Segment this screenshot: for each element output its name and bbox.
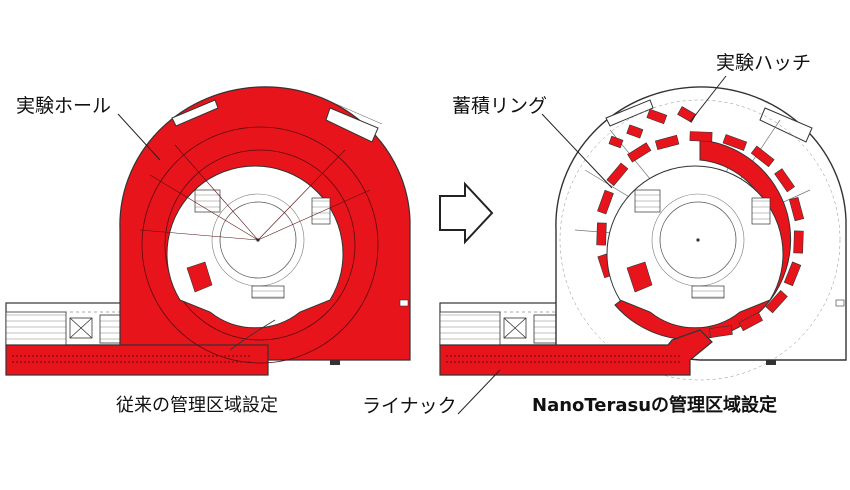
label-experimental-hall: 実験ホール bbox=[16, 95, 112, 117]
right-ring-blocks bbox=[596, 131, 805, 338]
leader-hutch bbox=[689, 75, 727, 123]
right-linac-controlled-area bbox=[439, 329, 713, 376]
leader-linac bbox=[457, 369, 501, 415]
caption-conventional: 従来の管理区域設定 bbox=[116, 395, 278, 416]
right-hutch-controlled-areas bbox=[608, 106, 697, 149]
caption-nanoterasu: NanoTerasuの管理区域設定 bbox=[532, 395, 778, 416]
left-floorplan bbox=[5, 86, 411, 376]
right-floorplan bbox=[439, 86, 847, 381]
label-linac: ライナック bbox=[362, 395, 457, 417]
right-arrow-icon bbox=[439, 181, 494, 245]
leader-hall bbox=[117, 113, 161, 161]
left-linac-controlled-area bbox=[5, 344, 269, 376]
leader-ring bbox=[541, 113, 613, 189]
label-storage-ring: 蓄積リング bbox=[452, 95, 548, 117]
label-experimental-hutch: 実験ハッチ bbox=[716, 52, 812, 74]
